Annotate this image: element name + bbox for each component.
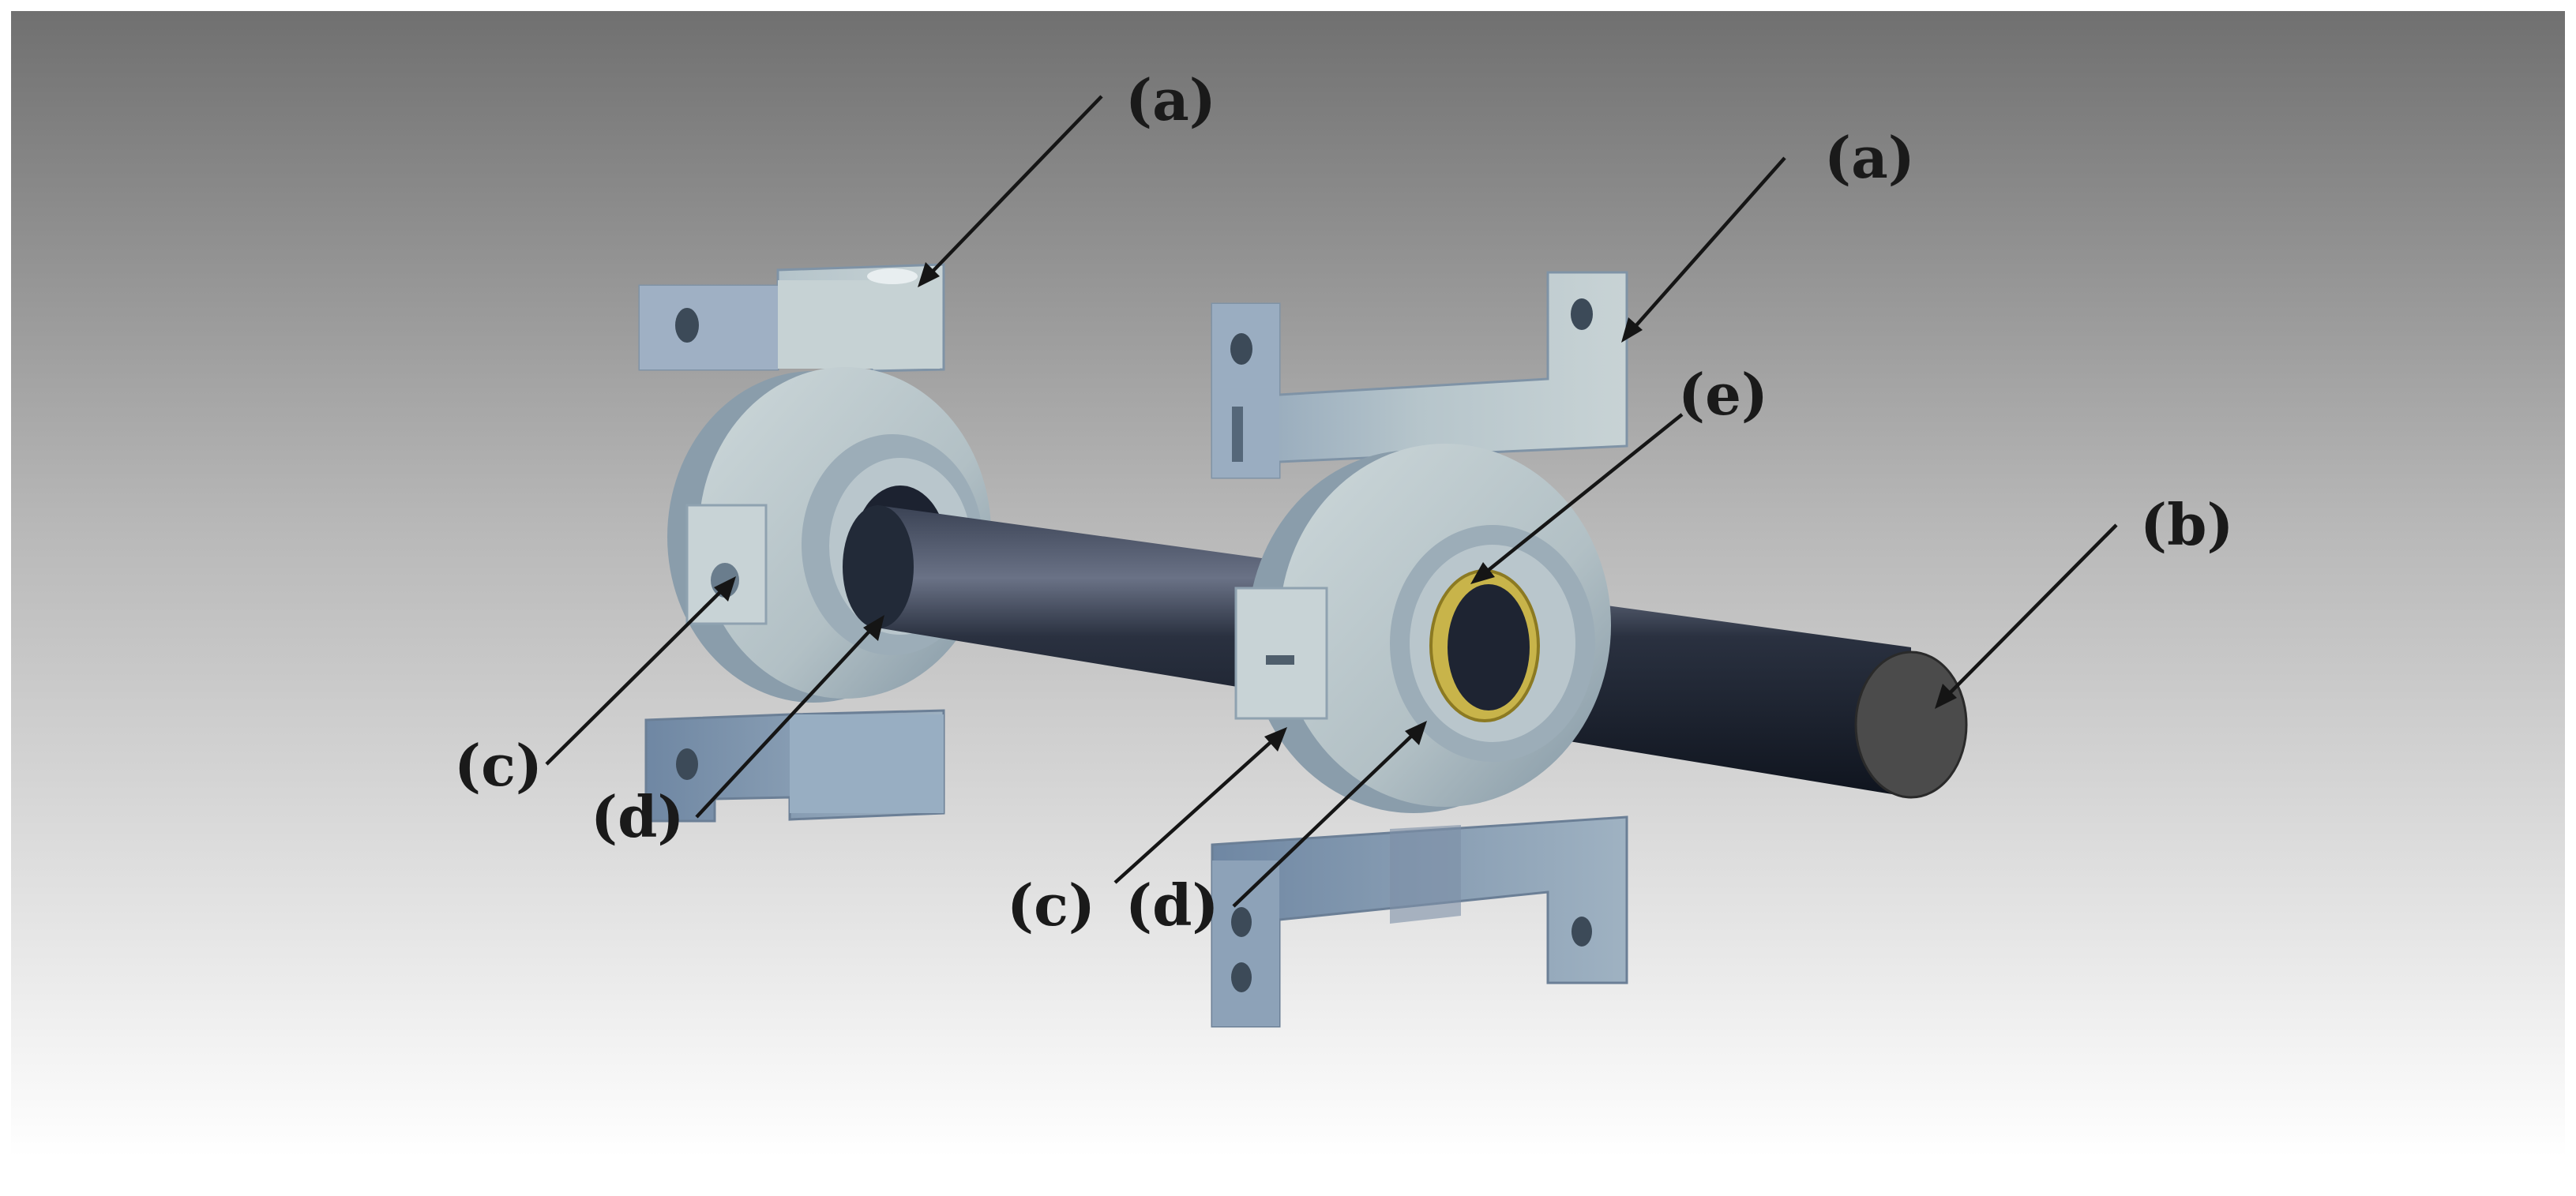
- right-housing: [1234, 444, 1611, 813]
- callout-label-c1: (c): [454, 732, 543, 799]
- left-bottom-bracket: [644, 709, 945, 823]
- right-top-bracket: [1211, 271, 1628, 479]
- callout-label-b: (b): [2140, 491, 2233, 558]
- callout-label-e: (e): [1678, 361, 1768, 428]
- callout-label-d2: (d): [1125, 872, 1219, 939]
- leader-line-c2: [1113, 727, 1287, 884]
- leader-line-a2: [1621, 156, 1786, 343]
- callout-label-c2: (c): [1007, 872, 1095, 939]
- leader-line-a1: [918, 95, 1103, 287]
- leader-line-d1: [695, 615, 884, 819]
- leader-line-d2: [1232, 721, 1427, 908]
- leader-line-c1: [545, 576, 736, 766]
- callout-label-a2: (a): [1824, 124, 1915, 191]
- leader-line-b: [1935, 523, 2118, 709]
- right-bottom-bracket: [1211, 815, 1628, 1028]
- callout-label-d1: (d): [591, 783, 684, 850]
- leader-line-e: [1470, 413, 1684, 584]
- callout-label-a1: (a): [1125, 66, 1216, 133]
